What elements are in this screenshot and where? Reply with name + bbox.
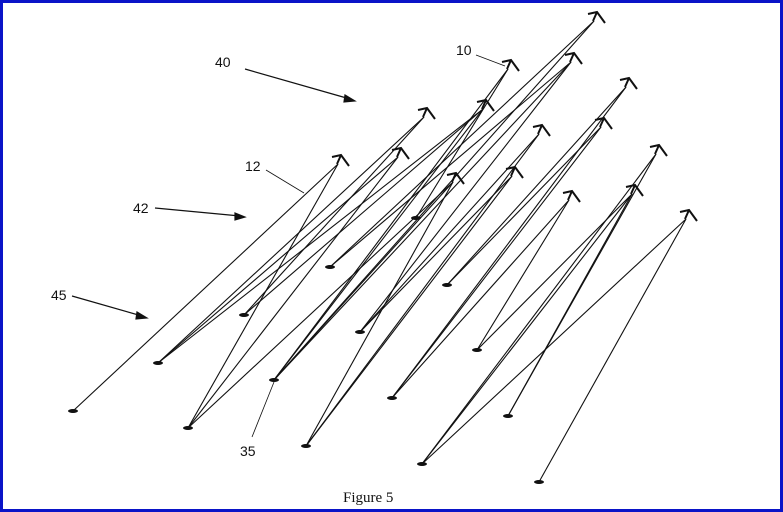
reflected-ray bbox=[273, 61, 572, 381]
heliostat-icon bbox=[619, 76, 638, 90]
receiver-base bbox=[534, 480, 544, 484]
leader-arrow-45 bbox=[71, 295, 143, 317]
reflected-ray bbox=[391, 126, 602, 399]
label-40: 40 bbox=[215, 54, 231, 70]
heliostat-icon bbox=[587, 10, 606, 24]
reflected-ray bbox=[476, 193, 633, 351]
reflected-ray bbox=[329, 61, 572, 268]
heliostat-icon bbox=[532, 123, 551, 137]
reflected-ray bbox=[187, 181, 454, 429]
reflected-ray bbox=[243, 108, 484, 316]
heliostat-icon bbox=[562, 189, 581, 203]
label-35: 35 bbox=[240, 443, 256, 459]
reflected-ray bbox=[187, 156, 399, 429]
leader-line-10 bbox=[475, 54, 506, 67]
reflected-ray bbox=[157, 156, 399, 364]
heliostat-icon bbox=[446, 171, 465, 185]
reflected-ray bbox=[157, 108, 484, 364]
receiver-base bbox=[68, 409, 78, 413]
heliostat-icon bbox=[331, 153, 350, 167]
receiver-base bbox=[183, 426, 193, 430]
reflected-ray bbox=[273, 181, 454, 381]
receiver-base bbox=[387, 396, 397, 400]
receiver-base bbox=[301, 444, 311, 448]
reflected-ray bbox=[415, 68, 509, 219]
reflected-ray bbox=[538, 218, 687, 483]
heliostat-icon bbox=[649, 143, 668, 157]
reflected-ray bbox=[391, 199, 570, 399]
leader-arrow-40 bbox=[244, 68, 351, 100]
receiver-base bbox=[355, 330, 365, 334]
label-10: 10 bbox=[456, 42, 472, 58]
reflected-ray bbox=[421, 218, 687, 465]
receiver-base bbox=[503, 414, 513, 418]
heliostat-icon bbox=[417, 106, 436, 120]
reflected-ray bbox=[446, 126, 602, 286]
heliostat-icon bbox=[594, 116, 613, 130]
reflected-ray bbox=[359, 175, 513, 333]
heliostat-icon bbox=[679, 208, 698, 222]
label-12: 12 bbox=[245, 158, 261, 174]
figure-caption: Figure 5 bbox=[343, 490, 393, 506]
receiver-base bbox=[153, 361, 163, 365]
leader-line-12 bbox=[265, 169, 305, 194]
reflected-ray bbox=[273, 68, 509, 381]
leader-line-35 bbox=[251, 381, 275, 438]
label-45: 45 bbox=[51, 287, 67, 303]
reflected-ray bbox=[359, 61, 572, 333]
receiver-base bbox=[269, 378, 279, 382]
reflected-ray bbox=[305, 181, 454, 447]
heliostat-icon bbox=[625, 183, 644, 197]
reflected-ray bbox=[157, 116, 425, 364]
reflected-ray bbox=[187, 163, 339, 429]
arrowhead-42 bbox=[234, 212, 247, 221]
reflected-ray bbox=[391, 86, 627, 399]
receiver-base bbox=[411, 216, 421, 220]
reflected-ray bbox=[273, 108, 484, 381]
reflected-ray bbox=[305, 133, 540, 447]
receiver-base bbox=[239, 313, 249, 317]
label-42: 42 bbox=[133, 200, 149, 216]
reflected-ray bbox=[421, 193, 633, 465]
heliostat-icon bbox=[476, 98, 495, 112]
receiver-base bbox=[442, 283, 452, 287]
receiver-base bbox=[325, 265, 335, 269]
leader-arrow-42 bbox=[154, 207, 241, 217]
reflected-ray bbox=[305, 175, 513, 447]
heliostat-icon bbox=[505, 165, 524, 179]
receiver-base bbox=[417, 462, 427, 466]
arrowhead-45 bbox=[135, 311, 149, 320]
receiver-base bbox=[472, 348, 482, 352]
reflected-ray bbox=[421, 153, 657, 465]
heliostat-icon bbox=[501, 58, 520, 72]
reflected-ray bbox=[476, 199, 570, 351]
arrowhead-40 bbox=[343, 94, 357, 103]
reflected-ray bbox=[507, 153, 657, 417]
heliostat-icon bbox=[564, 51, 583, 65]
reflected-ray bbox=[72, 163, 339, 412]
reflected-ray bbox=[273, 20, 595, 381]
heliostat-icon bbox=[391, 146, 410, 160]
reflected-ray bbox=[359, 133, 540, 333]
